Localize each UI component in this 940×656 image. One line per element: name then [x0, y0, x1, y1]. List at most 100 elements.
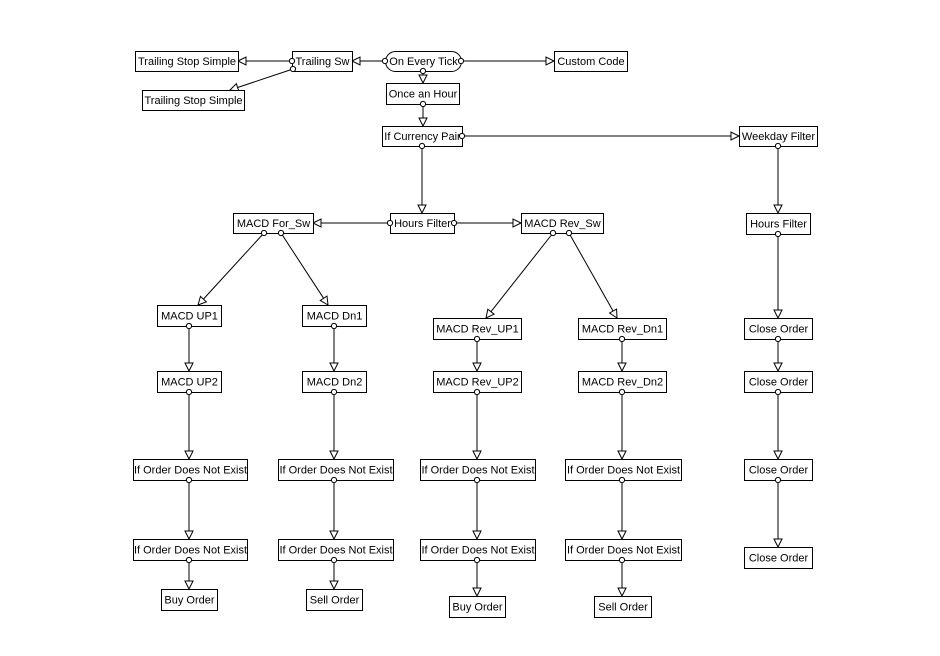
- node-box: [744, 547, 813, 569]
- node-d1[interactable]: If Order Does Not Exist: [565, 459, 682, 481]
- output-port[interactable]: [774, 335, 782, 343]
- node-revsw[interactable]: MACD Rev_Sw: [521, 213, 604, 234]
- node-buy1[interactable]: Buy Order: [161, 589, 218, 611]
- node-label: If Order Does Not Exist: [567, 545, 680, 557]
- output-port[interactable]: [330, 388, 338, 396]
- node-box: [306, 589, 363, 611]
- arrowhead-icon: [311, 218, 322, 228]
- arrowhead-icon: [485, 308, 496, 319]
- node-b1[interactable]: If Order Does Not Exist: [278, 459, 394, 481]
- edge-b2-to-sell1: [329, 560, 339, 591]
- node-custom[interactable]: Custom Code: [554, 51, 628, 72]
- node-co4[interactable]: Close Order: [744, 547, 813, 569]
- node-label: If Order Does Not Exist: [567, 465, 680, 477]
- node-label: If Order Does Not Exist: [421, 545, 534, 557]
- node-label: Custom Code: [557, 56, 624, 68]
- output-port[interactable]: [289, 65, 297, 73]
- output-port[interactable]: [185, 322, 193, 330]
- edges-layer: [184, 56, 783, 598]
- arrowhead-icon: [773, 204, 783, 215]
- output-port[interactable]: [450, 219, 458, 227]
- node-rup1[interactable]: MACD Rev_UP1: [433, 318, 522, 340]
- node-a2[interactable]: If Order Does Not Exist: [133, 539, 248, 561]
- output-port[interactable]: [458, 132, 466, 140]
- node-sell2[interactable]: Sell Order: [594, 596, 652, 618]
- node-up1[interactable]: MACD UP1: [157, 305, 222, 327]
- output-port[interactable]: [774, 142, 782, 150]
- edge-tick-to-custom: [461, 56, 556, 66]
- output-port[interactable]: [419, 67, 427, 75]
- node-dn1[interactable]: MACD Dn1: [302, 305, 367, 327]
- output-port[interactable]: [774, 388, 782, 396]
- arrowhead-icon: [184, 530, 194, 541]
- node-co1[interactable]: Close Order: [744, 318, 813, 340]
- output-port[interactable]: [618, 335, 626, 343]
- node-pair[interactable]: If Currency Pair: [382, 126, 463, 147]
- edge-revsw-to-rdn1: [568, 232, 618, 319]
- node-tsw[interactable]: Trailing Sw: [292, 51, 353, 72]
- node-dn2[interactable]: MACD Dn2: [302, 371, 367, 393]
- node-label: MACD UP1: [161, 311, 218, 323]
- output-port[interactable]: [185, 388, 193, 396]
- node-a1[interactable]: If Order Does Not Exist: [133, 459, 248, 481]
- node-forsw[interactable]: MACD For_Sw: [233, 213, 314, 234]
- output-port[interactable]: [473, 388, 481, 396]
- output-port[interactable]: [185, 556, 193, 564]
- output-port[interactable]: [277, 229, 285, 237]
- node-tick[interactable]: On Every Tick: [385, 51, 462, 72]
- output-port[interactable]: [386, 219, 394, 227]
- output-port[interactable]: [618, 476, 626, 484]
- node-label: If Order Does Not Exist: [279, 545, 392, 557]
- node-buy2[interactable]: Buy Order: [449, 596, 506, 618]
- output-port[interactable]: [473, 556, 481, 564]
- node-label: Trailing Stop Simple: [138, 56, 236, 68]
- output-port[interactable]: [473, 476, 481, 484]
- output-port[interactable]: [457, 57, 465, 65]
- node-co2[interactable]: Close Order: [744, 371, 813, 393]
- node-box: [233, 213, 314, 234]
- node-co3[interactable]: Close Order: [744, 459, 813, 481]
- node-ts2[interactable]: Trailing Stop Simple: [142, 90, 245, 111]
- output-port[interactable]: [565, 229, 573, 237]
- node-rdn2[interactable]: MACD Rev_Dn2: [578, 371, 667, 393]
- node-hf1[interactable]: Hours Filter: [390, 213, 455, 234]
- output-port[interactable]: [549, 229, 557, 237]
- output-port[interactable]: [288, 57, 296, 65]
- node-label: Trailing Sw: [296, 56, 350, 68]
- node-c2[interactable]: If Order Does Not Exist: [420, 539, 536, 561]
- output-port[interactable]: [774, 230, 782, 238]
- arrowhead-icon: [350, 56, 361, 66]
- output-port[interactable]: [260, 229, 268, 237]
- output-port[interactable]: [618, 388, 626, 396]
- node-hf2[interactable]: Hours Filter: [746, 213, 811, 235]
- output-port[interactable]: [381, 57, 389, 65]
- output-port[interactable]: [330, 556, 338, 564]
- output-port[interactable]: [330, 322, 338, 330]
- output-port[interactable]: [419, 100, 427, 108]
- output-port[interactable]: [185, 476, 193, 484]
- edge-tsw-to-ts2: [228, 68, 294, 92]
- node-box: [594, 596, 652, 618]
- edge-c1-to-c2: [472, 480, 482, 541]
- node-up2[interactable]: MACD UP2: [157, 371, 222, 393]
- arrowhead-icon: [773, 450, 783, 461]
- output-port[interactable]: [473, 335, 481, 343]
- output-port[interactable]: [774, 476, 782, 484]
- node-c1[interactable]: If Order Does Not Exist: [420, 459, 536, 481]
- arrowhead-icon: [329, 362, 339, 373]
- arrowhead-icon: [512, 218, 523, 228]
- edge-up2-to-a1: [184, 392, 194, 461]
- node-b2[interactable]: If Order Does Not Exist: [278, 539, 394, 561]
- arrowhead-icon: [730, 131, 741, 141]
- node-sell1[interactable]: Sell Order: [306, 589, 363, 611]
- node-label: Close Order: [749, 377, 809, 389]
- node-ts1[interactable]: Trailing Stop Simple: [135, 51, 239, 72]
- node-box: [142, 90, 245, 111]
- output-port[interactable]: [618, 556, 626, 564]
- output-port[interactable]: [330, 476, 338, 484]
- edge-d1-to-d2: [617, 480, 627, 541]
- edge-a2-to-buy1: [184, 560, 194, 591]
- output-port[interactable]: [418, 142, 426, 150]
- node-label: Once an Hour: [389, 89, 458, 101]
- arrowhead-icon: [773, 538, 783, 549]
